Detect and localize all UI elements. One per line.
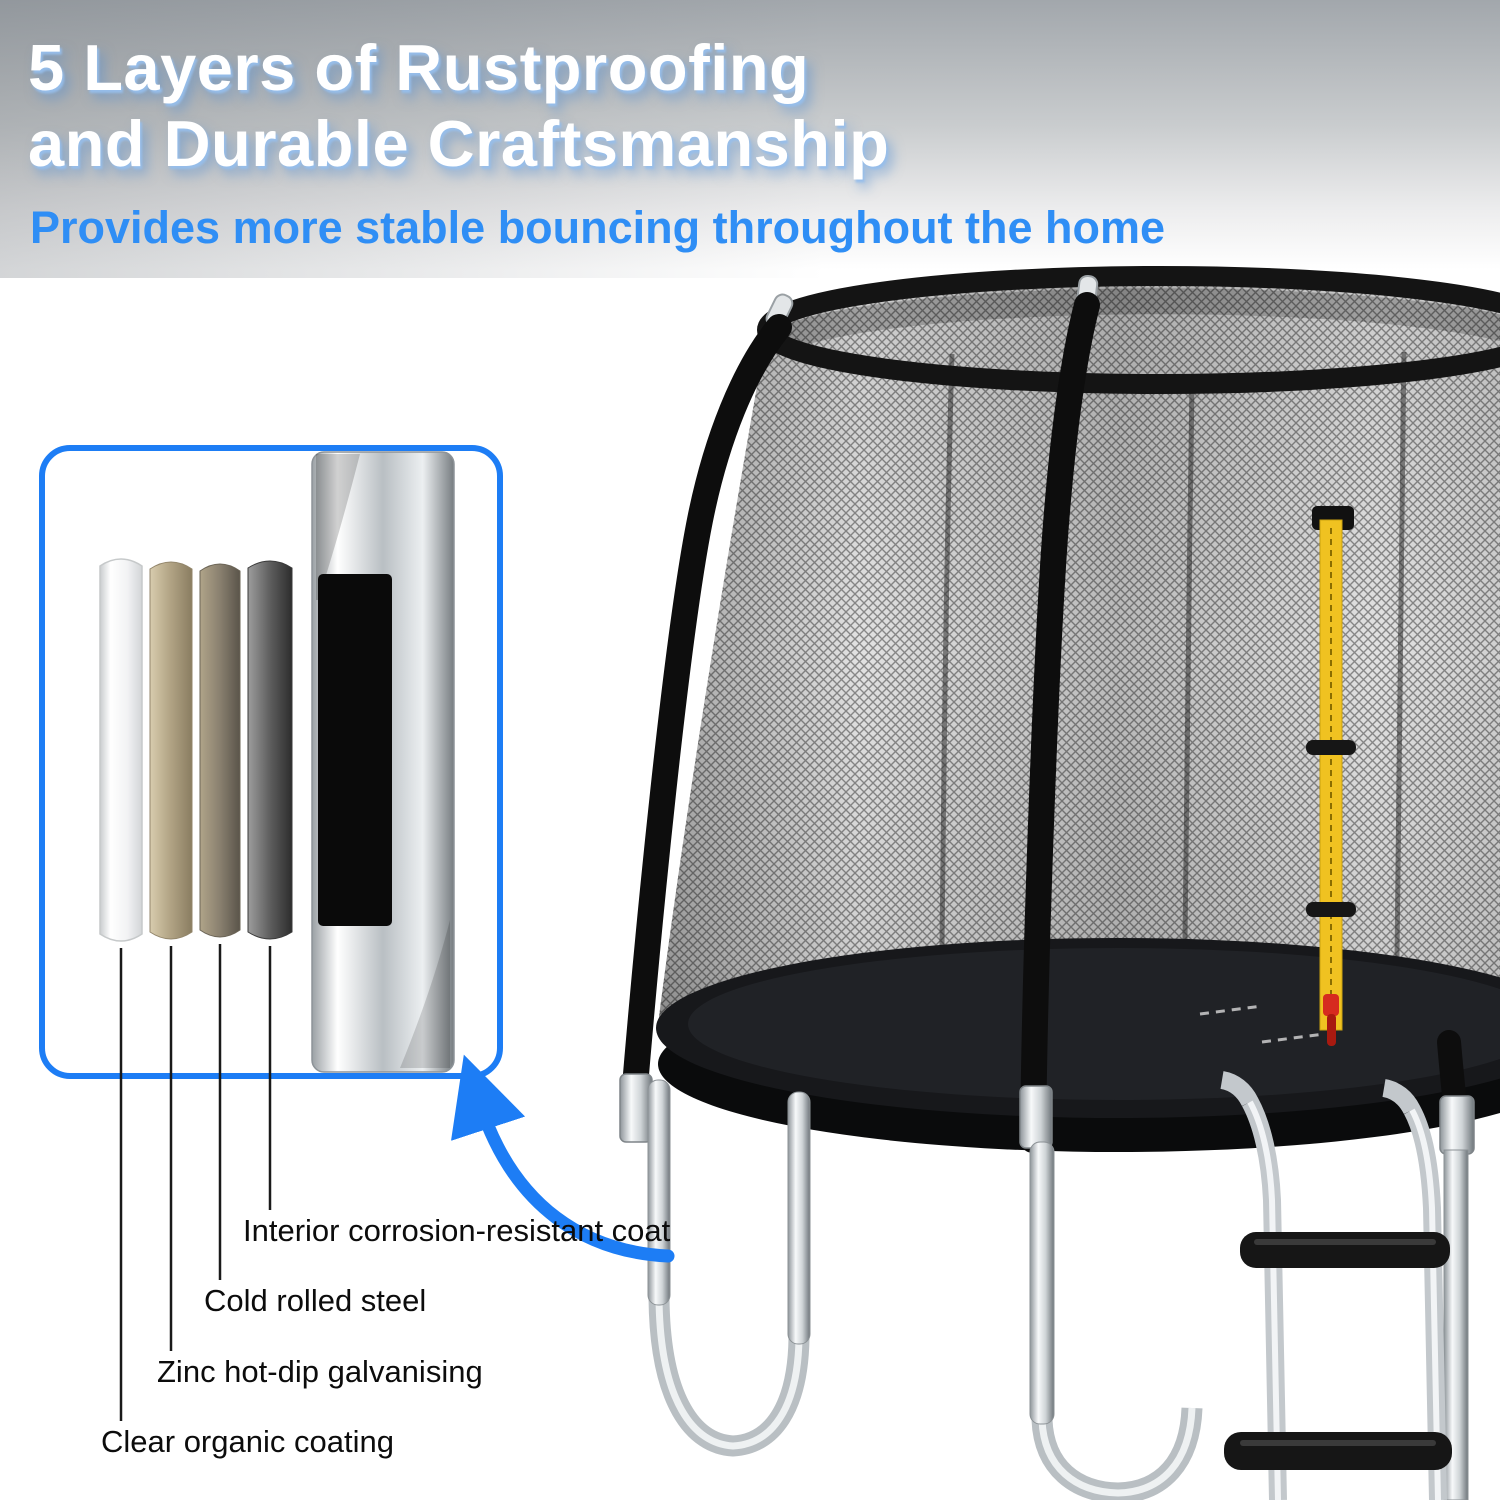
curved-pole bbox=[621, 314, 792, 1111]
zipper-tie bbox=[1306, 740, 1356, 755]
net-seam bbox=[939, 353, 955, 947]
zipper-tie bbox=[1306, 902, 1356, 917]
pole-bracket bbox=[619, 1073, 653, 1143]
enclosure-net bbox=[658, 276, 1500, 1113]
layer-strip-clear-organic-coating bbox=[99, 558, 143, 942]
ladder bbox=[1219, 1071, 1452, 1500]
pole-interior-coat-view bbox=[318, 574, 392, 926]
leg-post bbox=[1029, 1141, 1055, 1425]
leg-post bbox=[787, 1091, 811, 1345]
pole-layers-callout bbox=[39, 445, 503, 1079]
annotation-cold-rolled-steel: Cold rolled steel bbox=[204, 1283, 427, 1318]
curved-pole bbox=[1020, 292, 1100, 1153]
callout-arrow-icon bbox=[451, 1054, 675, 1263]
mat-stitching bbox=[1199, 1004, 1263, 1016]
pole-cutaway-sample bbox=[311, 451, 455, 1073]
title-line-1: 5 Layers of Rustproofing bbox=[28, 31, 810, 104]
layer-strip-cold-rolled-steel bbox=[199, 563, 241, 938]
header-banner: 5 Layers of Rustproofing and Durable Cra… bbox=[0, 0, 1500, 278]
layer-strip-zinc-galvanising bbox=[149, 561, 193, 940]
ladder-step bbox=[1224, 1432, 1452, 1470]
leg-u-bend bbox=[1031, 1407, 1203, 1500]
net-seam bbox=[1182, 383, 1195, 941]
net-seam bbox=[1394, 351, 1407, 958]
page-title: 5 Layers of Rustproofing and Durable Cra… bbox=[28, 30, 889, 182]
enclosure-poles bbox=[621, 274, 1468, 1153]
zipper-pull-icon bbox=[1327, 1014, 1336, 1046]
zipper-entry bbox=[1306, 506, 1356, 1046]
pole-bracket bbox=[1439, 1095, 1475, 1155]
trampoline-illustration bbox=[619, 266, 1500, 1500]
leader-lines bbox=[119, 944, 272, 1421]
annotation-interior-coat: Interior corrosion-resistant coat bbox=[243, 1213, 671, 1248]
pole-bracket bbox=[1019, 1085, 1053, 1149]
ladder-step bbox=[1240, 1232, 1450, 1268]
layer-strip-interior-coat bbox=[247, 560, 293, 940]
zipper-pull-icon bbox=[1323, 994, 1339, 1016]
annotation-clear-coating: Clear organic coating bbox=[101, 1424, 394, 1459]
page-subtitle: Provides more stable bouncing throughout… bbox=[30, 202, 1166, 253]
mat-stitching bbox=[1261, 1032, 1325, 1044]
title-line-2: and Durable Craftsmanship bbox=[28, 107, 890, 181]
annotation-zinc-galvanising: Zinc hot-dip galvanising bbox=[157, 1354, 483, 1389]
leg-post bbox=[647, 1079, 671, 1306]
jumping-mat bbox=[656, 938, 1500, 1152]
